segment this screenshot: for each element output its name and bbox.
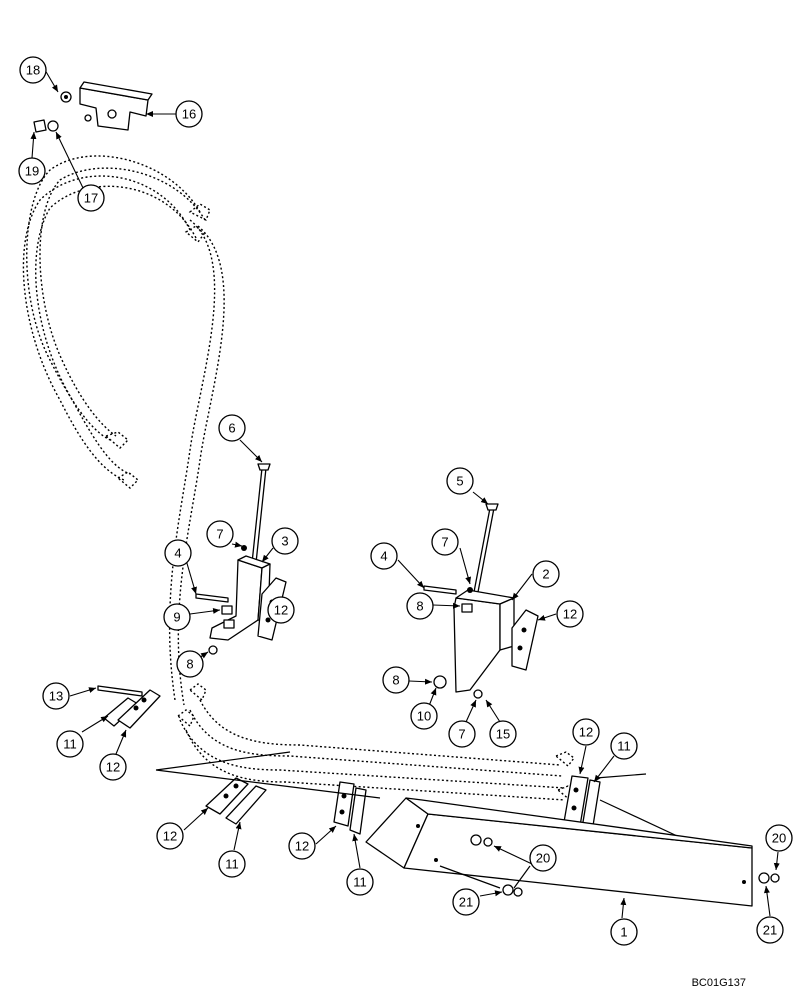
callout-number: 12 xyxy=(295,839,309,854)
callout-number: 8 xyxy=(186,657,193,672)
callout-number: 4 xyxy=(380,549,387,564)
callout-number: 6 xyxy=(228,421,235,436)
callout-number: 3 xyxy=(281,534,288,549)
hose-clamp-12-upper-right xyxy=(511,609,539,671)
callout-number: 1 xyxy=(620,925,627,940)
drawing-code: BC01G137 xyxy=(691,977,746,989)
callout-number: 7 xyxy=(458,727,465,742)
clamp-set-lower-left-12-11 xyxy=(205,777,267,825)
mounting-bracket-2 xyxy=(423,585,515,699)
callout-number: 18 xyxy=(26,63,40,78)
callout-number: 4 xyxy=(174,546,181,561)
callout-number: 12 xyxy=(106,760,120,775)
callout-number: 11 xyxy=(63,737,77,752)
callout-number: 12 xyxy=(579,725,593,740)
hose-guard-1 xyxy=(155,751,780,907)
callout-number: 5 xyxy=(456,474,463,489)
callout-number: 7 xyxy=(441,535,448,550)
callout-number: 11 xyxy=(617,739,631,754)
callout-number: 8 xyxy=(416,599,423,614)
callout-number: 20 xyxy=(536,851,550,866)
callout-number: 12 xyxy=(163,829,177,844)
mounting-bracket-3 xyxy=(195,545,271,655)
callout-number: 19 xyxy=(25,164,39,179)
clamp-set-middle-12-11 xyxy=(333,781,367,835)
callout-number: 21 xyxy=(459,895,473,910)
clamp-set-left-13-11-12 xyxy=(97,685,161,729)
callout-number: 21 xyxy=(763,923,777,938)
callout-number: 15 xyxy=(496,727,510,742)
callout-number: 7 xyxy=(216,527,223,542)
callout-group: 18 16 19 17 6 7 3 4 9 12 8 5 7 2 4 8 12 … xyxy=(18,56,793,946)
callout-number: 11 xyxy=(353,875,367,890)
hose-loop-group xyxy=(22,155,577,802)
callout-number: 20 xyxy=(772,831,786,846)
callout-number: 16 xyxy=(182,107,196,122)
callout-number: 9 xyxy=(173,610,180,625)
callout-number: 12 xyxy=(274,603,288,618)
callout-number: 17 xyxy=(84,191,98,206)
callout-number: 8 xyxy=(392,673,399,688)
callout-number: 11 xyxy=(225,857,239,872)
hose-clamp-bracket-16 xyxy=(33,81,153,133)
callout-number: 12 xyxy=(563,607,577,622)
clamp-rod-5 xyxy=(473,503,499,593)
callout-number: 13 xyxy=(49,689,63,704)
callout-number: 2 xyxy=(542,567,549,582)
callout-number: 10 xyxy=(417,709,431,724)
